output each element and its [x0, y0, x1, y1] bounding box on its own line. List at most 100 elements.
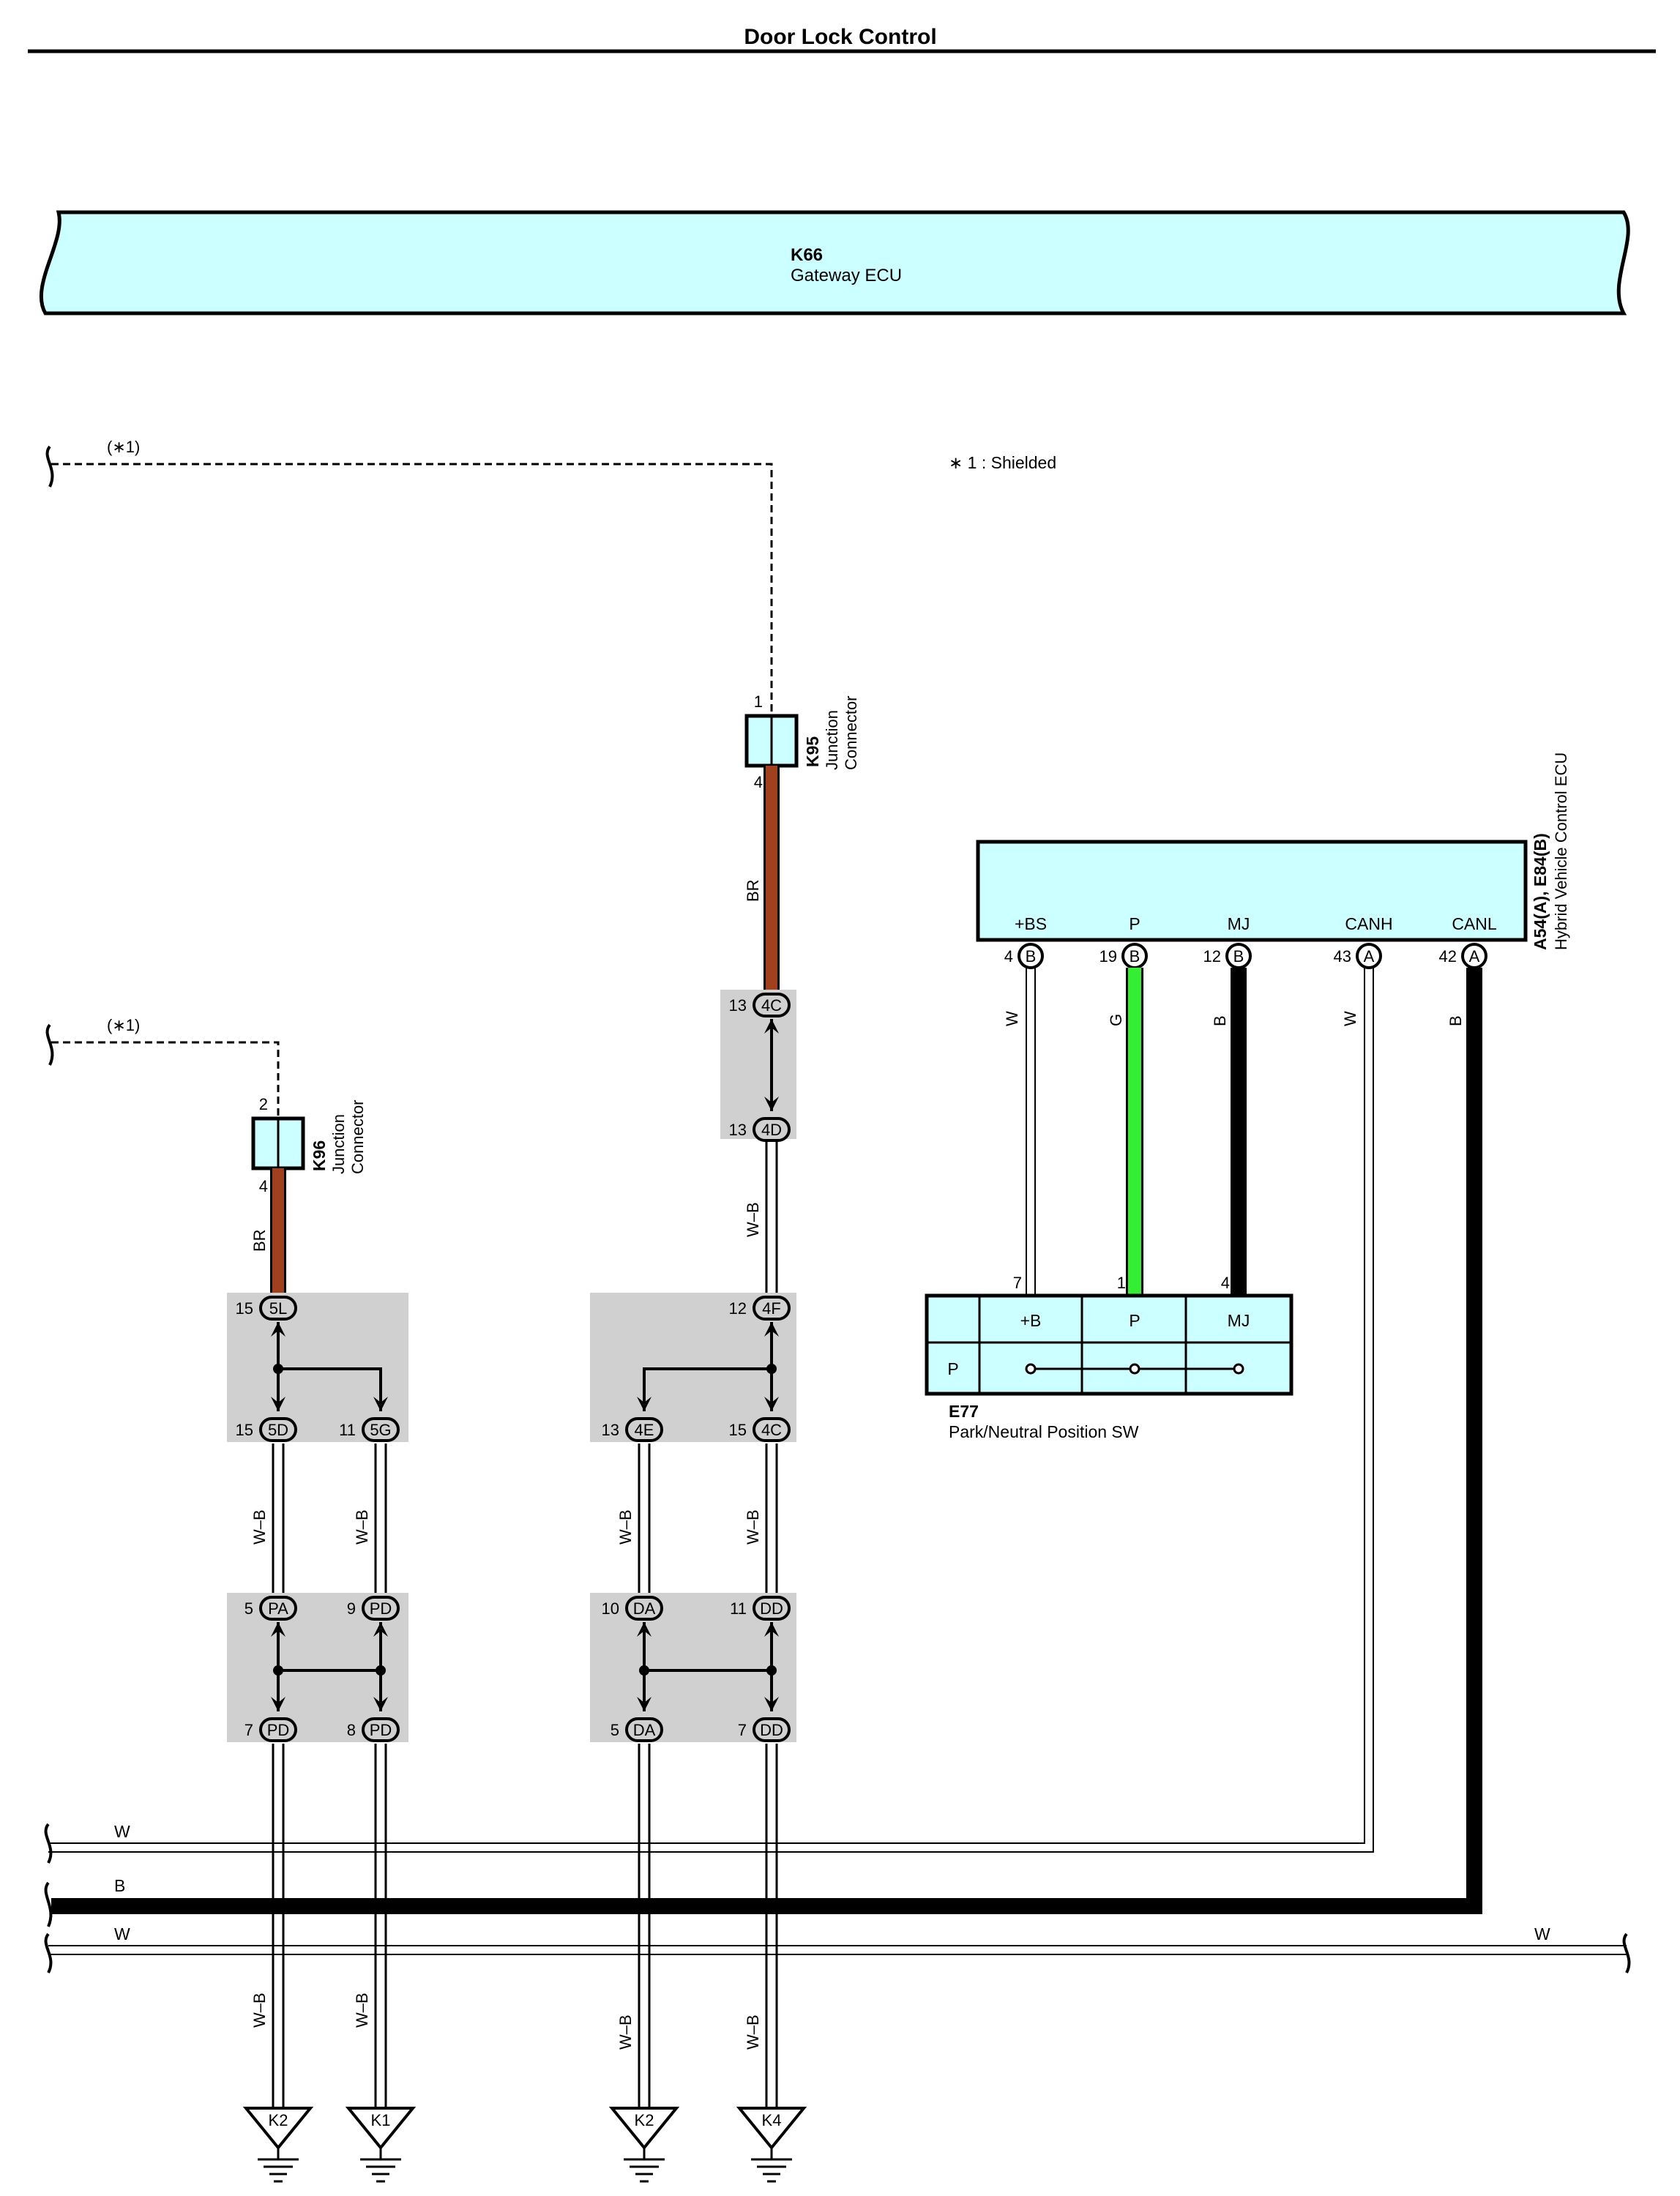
conn-4d: 4D 13	[729, 1117, 791, 1142]
svg-text:4C: 4C	[761, 1421, 782, 1439]
ground-k4: K4	[736, 2107, 807, 2183]
k96-code: K96	[310, 1140, 329, 1171]
wire-color-wb-6: W–B	[250, 1993, 269, 2028]
svg-text:CANH: CANH	[1345, 914, 1392, 933]
junction-arrows	[271, 1019, 779, 1711]
svg-text:K2: K2	[635, 2111, 654, 2129]
svg-text:4C: 4C	[761, 996, 782, 1015]
svg-text:A: A	[1364, 947, 1375, 966]
wire-color-wb-5: W–B	[744, 1509, 762, 1545]
svg-text:10: 10	[602, 1599, 619, 1618]
svg-text:43: 43	[1334, 947, 1351, 966]
wire-color-wb-3: W–B	[353, 1509, 371, 1545]
wire-canl-b	[51, 968, 1482, 1914]
wire-color-b-canl: B	[1446, 1015, 1465, 1026]
e77-pin-1: 1	[1117, 1274, 1126, 1292]
conn-pd-bottom-right: PD 8	[347, 1717, 400, 1742]
conn-5l: 5L 15	[236, 1296, 297, 1321]
shield-ref-2: (∗1)	[107, 1016, 140, 1034]
wire-color-wb-1: W–B	[744, 1202, 762, 1237]
svg-text:A: A	[1469, 947, 1480, 966]
svg-text:PD: PD	[370, 1721, 392, 1739]
conn-pa: PA 5	[244, 1596, 297, 1621]
svg-text:42: 42	[1439, 947, 1457, 966]
wire-canh-w	[48, 968, 1374, 1853]
svg-text:P: P	[1129, 914, 1140, 933]
svg-text:12: 12	[729, 1299, 747, 1318]
terminal-p: P B 19	[1100, 914, 1148, 969]
svg-text:5D: 5D	[268, 1421, 288, 1439]
svg-text:K4: K4	[762, 2111, 782, 2129]
e77-header-mj: MJ	[1228, 1311, 1250, 1330]
conn-da-top: DA 10	[602, 1596, 663, 1621]
svg-text:DA: DA	[633, 1599, 656, 1618]
svg-text:15: 15	[236, 1299, 253, 1318]
svg-text:PD: PD	[267, 1721, 290, 1739]
wire-color-wb-8: W–B	[616, 2014, 635, 2050]
svg-text:4E: 4E	[635, 1421, 654, 1439]
wire-color-wb-2: W–B	[250, 1509, 269, 1545]
wire-bs-w	[1026, 968, 1036, 1296]
bus-break-markers	[44, 1823, 1631, 1973]
k96-pin-bottom: 4	[259, 1177, 268, 1195]
svg-text:5: 5	[244, 1599, 253, 1618]
wire-color-wb-9: W–B	[744, 2014, 762, 2050]
k95-pin-bottom: 4	[754, 773, 763, 791]
wire-bottom-w	[48, 1945, 1627, 1955]
e77-code: E77	[949, 1402, 979, 1421]
terminal-canh: CANH A 43	[1334, 914, 1393, 969]
k96-name-1: Junction	[329, 1114, 348, 1174]
conn-4e: 4E 13	[602, 1417, 663, 1442]
shielded-note: ∗ 1 : Shielded	[949, 453, 1056, 472]
svg-text:5G: 5G	[370, 1421, 391, 1439]
svg-text:B: B	[1233, 947, 1244, 966]
terminal-bs: +BS B 4	[1004, 914, 1047, 969]
svg-text:5: 5	[611, 1721, 619, 1739]
conn-pd-bottom-left: PD 7	[244, 1717, 297, 1742]
svg-text:B: B	[1026, 947, 1037, 966]
ground-k2-right: K2	[608, 2107, 680, 2183]
wire-color-b-mj: B	[1211, 1015, 1229, 1026]
svg-text:5L: 5L	[269, 1299, 287, 1318]
connector-ovals: 4C 13 4D 13 5L 15 5D 15 5G 11 4F 12	[236, 993, 791, 1742]
conn-4c-top: 4C 13	[729, 993, 791, 1017]
terminal-canl: CANL A 42	[1439, 914, 1497, 969]
svg-text:MJ: MJ	[1228, 914, 1250, 933]
conn-5g: 5G 11	[339, 1417, 400, 1442]
svg-text:11: 11	[730, 1599, 747, 1618]
conn-4f: 4F 12	[729, 1296, 791, 1321]
svg-text:DD: DD	[760, 1599, 783, 1618]
svg-text:7: 7	[244, 1721, 253, 1739]
k95-name-2: Connector	[842, 695, 860, 770]
gateway-ecu-box	[39, 210, 1630, 315]
shield-break-marker-1	[45, 445, 54, 488]
svg-text:8: 8	[347, 1721, 356, 1739]
page-title: Door Lock Control	[744, 25, 936, 49]
wire-color-w-bus-1: W	[114, 1822, 130, 1841]
e77-header-p: P	[1129, 1311, 1140, 1330]
hv-ecu-name: Hybrid Vehicle Control ECU	[1552, 752, 1570, 950]
e77-pin-7: 7	[1013, 1274, 1022, 1292]
wire-color-br-k95: BR	[744, 879, 762, 902]
svg-text:13: 13	[729, 996, 747, 1015]
conn-pd-top: PD 9	[347, 1596, 400, 1621]
wire-color-w-bus-3: W	[1534, 1924, 1550, 1943]
svg-text:15: 15	[236, 1421, 253, 1439]
svg-text:DD: DD	[760, 1721, 783, 1739]
ground-k1: K1	[345, 2107, 417, 2183]
svg-text:13: 13	[729, 1121, 747, 1139]
svg-text:K2: K2	[269, 2111, 288, 2129]
e77-name: Park/Neutral Position SW	[949, 1422, 1139, 1441]
e77-pin-4: 4	[1221, 1274, 1230, 1292]
svg-text:K1: K1	[371, 2111, 391, 2129]
wire-color-b-bus: B	[114, 1876, 125, 1895]
svg-text:9: 9	[347, 1599, 356, 1618]
shielded-wire-k96	[51, 1041, 280, 1117]
junction-dots	[273, 1364, 777, 1676]
svg-text:7: 7	[738, 1721, 747, 1739]
e77-switch: +B P MJ P	[925, 1293, 1293, 1396]
wire-color-g: G	[1107, 1014, 1125, 1026]
wire-color-wb-4: W–B	[616, 1509, 635, 1545]
shield-break-marker-2	[45, 1023, 54, 1066]
